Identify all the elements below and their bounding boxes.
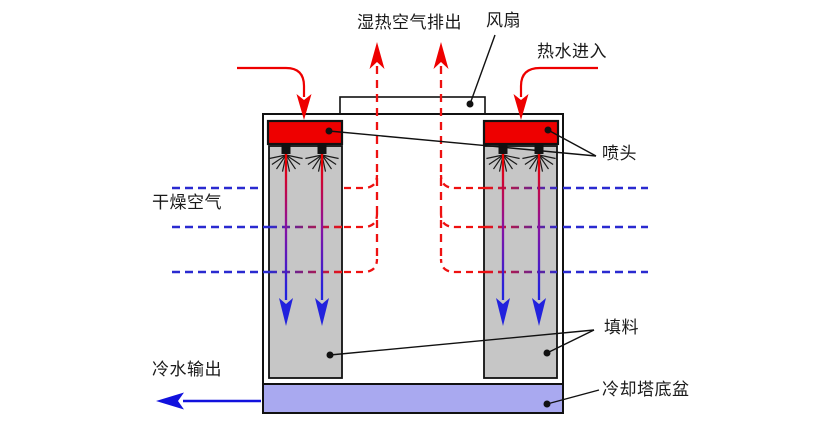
exhaust-air-lines xyxy=(369,42,449,259)
fill-column-left xyxy=(268,145,343,379)
label-spray-nozzle: 喷头 xyxy=(602,144,637,163)
dry-air-dashed-level2 xyxy=(172,213,648,229)
label-fill-material: 填料 xyxy=(604,318,639,337)
label-fan: 风扇 xyxy=(486,11,521,30)
pointer-dots xyxy=(325,100,552,408)
fan-housing xyxy=(339,96,486,115)
label-wet-air-out: 湿热空气排出 xyxy=(357,13,462,32)
water-streams xyxy=(279,154,546,326)
spray-nozzles xyxy=(268,144,557,173)
exhaust-arrowhead-right xyxy=(433,42,449,69)
label-hot-water-in: 热水进入 xyxy=(537,42,607,61)
dry-air-dashed-level1 xyxy=(172,174,648,190)
hot-water-arrow-left xyxy=(237,66,312,120)
water-distributor-right xyxy=(482,119,560,146)
label-dry-air: 干燥空气 xyxy=(152,193,222,212)
label-basin: 冷却塔底盆 xyxy=(602,380,690,399)
label-cold-water-out: 冷水输出 xyxy=(152,360,222,379)
pointer-lines xyxy=(328,34,600,405)
fill-column-right xyxy=(483,145,558,379)
exhaust-arrowhead-left xyxy=(369,42,385,69)
cold-water-arrow xyxy=(156,392,261,410)
basin-rect xyxy=(262,383,564,414)
dry-air-dashed-level3 xyxy=(172,258,648,274)
hot-water-arrow-right xyxy=(513,66,598,120)
